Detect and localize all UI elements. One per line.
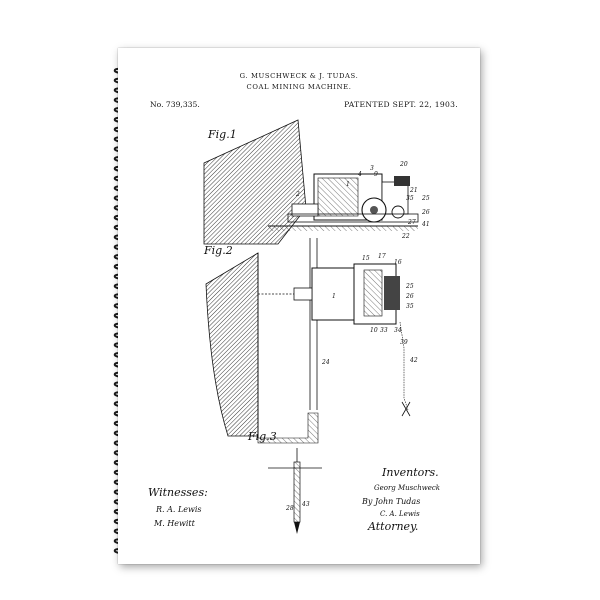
ref-28: 28 [285,505,294,512]
inventor-signature-2: By John Tudas [361,497,420,506]
fig2-coal-face [205,252,259,437]
witnesses-label: Witnesses: [148,486,208,499]
fig1-motor-cap [394,176,410,186]
ref-34: 34 [394,327,402,334]
patent-inventors: G. MUSCHWECK & J. TUDAS. [239,72,359,80]
fig3-drill-rod [293,461,301,523]
ref-25: 25 [421,195,430,202]
fig2-drawing [205,238,411,444]
patent-drawing: Fig.1 Fig.2 Fig.3 20 1 2 3 4 9 21 35 25 … [148,119,440,534]
ref-9: 9 [374,171,378,178]
ref-1b: 1 [332,293,336,300]
spiral-notebook: G. MUSCHWECK & J. TUDAS. COAL MINING MAC… [118,48,480,564]
fig1-drill-head [291,203,319,217]
fig1-wheel-hub [370,206,378,214]
ref-26b: 26 [405,293,414,300]
ref-25b: 25 [405,283,414,290]
ref-35b: 35 [406,303,414,310]
fig2-anchor [401,401,411,417]
fig3-drill-tip [294,522,300,534]
fig2-motor [384,276,400,310]
ref-2: 2 [295,191,300,198]
witness-signature-2: M. Hewitt [153,519,196,528]
ref-21: 21 [409,187,418,194]
ref-39: 39 [400,339,408,346]
fig1-base-frame [287,213,419,223]
patent-title: COAL MINING MACHINE. [246,83,352,91]
fig1-cylinder [317,177,359,217]
fig2-label: Fig.2 [203,244,233,257]
attorney-signature: C. A. Lewis [380,510,420,518]
ref-10: 10 [370,327,378,334]
fig1-label: Fig.1 [207,128,237,141]
ref-3: 3 [370,165,374,172]
fig2-cable [399,321,409,411]
ref-20: 20 [399,161,408,168]
fig2-gears [363,269,383,317]
ref-33: 33 [380,327,388,334]
ref-4: 4 [357,171,362,178]
fig3-label: Fig.3 [247,430,277,443]
fig2-floor [257,412,319,444]
witness-signature-1: R. A. Lewis [155,505,202,514]
attorney-label: Attorney. [367,520,418,533]
fig2-drill-chuck [293,287,313,301]
ref-41: 41 [421,221,430,228]
ref-16: 16 [394,259,402,266]
fig1-drawing [203,119,419,245]
ref-42: 42 [409,357,418,364]
inventor-signature-1: Georg Muschweck [374,484,440,492]
fig2-machine-body [311,267,355,321]
ref-15: 15 [362,255,370,262]
fig1-small-wheel [391,205,405,219]
fig1-floor-hatch [268,226,418,231]
ref-43: 43 [301,501,310,508]
ref-22: 22 [401,233,410,240]
fig3-drawing [268,448,322,534]
inventors-label: Inventors. [381,466,439,479]
ref-1: 1 [346,181,350,188]
ref-17: 17 [378,253,386,260]
patent-number: No. 739,335. [150,100,200,109]
ref-26: 26 [421,209,430,216]
ref-27: 27 [407,219,416,226]
patent-date: PATENTED SEPT. 22, 1903. [344,100,458,109]
ref-35: 35 [406,195,414,202]
ref-24: 24 [321,359,330,366]
